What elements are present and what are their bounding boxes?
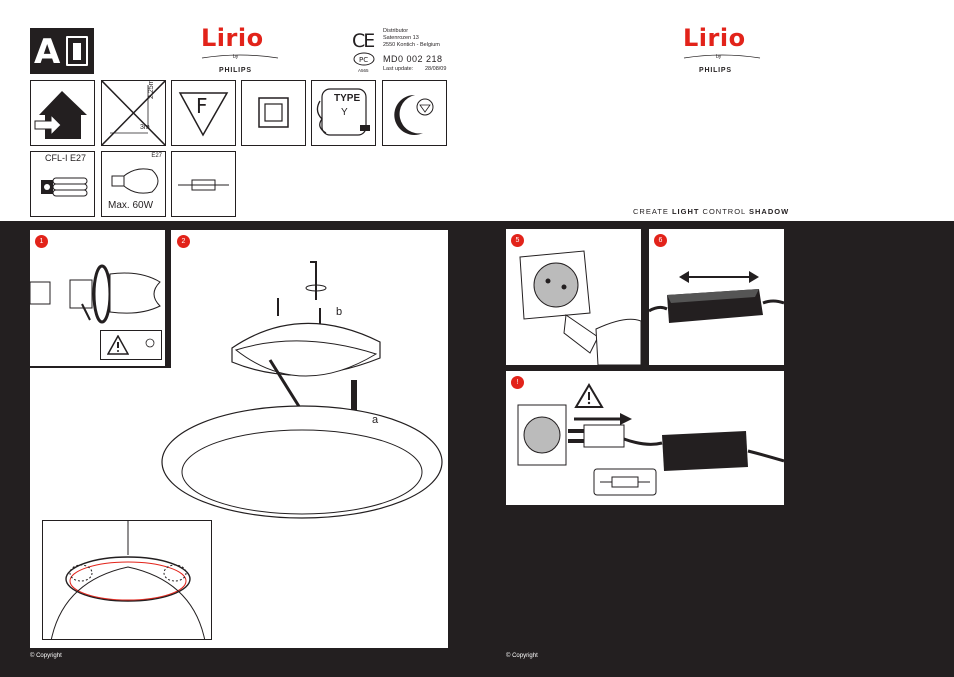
manual-letter: A <box>34 32 61 72</box>
warning-triangle-icon <box>107 335 129 355</box>
warning-unplug-illustration <box>517 383 784 496</box>
f-triangle-icon <box>178 92 229 137</box>
house-icon <box>34 91 87 139</box>
top-section: A Lirio by PHILIPS CE PC A565 Distributo… <box>0 0 954 221</box>
distance-horizontal: 3m <box>140 124 150 131</box>
distributor-label: Distributor <box>383 28 409 34</box>
step-1-panel: 1 <box>30 230 165 366</box>
cfl-bulb-symbol: CFL-I E27 <box>30 151 95 217</box>
incandescent-bulb-symbol: E27 Max. 60W <box>101 151 166 217</box>
cfl-bulb-icon <box>41 177 88 197</box>
indoor-use-symbol <box>30 80 95 146</box>
double-square-icon <box>258 97 289 128</box>
brand-by-right: by <box>716 54 722 60</box>
step-5-panel: 5 <box>506 229 641 365</box>
bulb-insert-illustration <box>30 264 161 324</box>
incandescent-socket: E27 <box>151 153 162 159</box>
warning-panel: ! <box>506 371 784 505</box>
hot-surface-symbol <box>382 80 447 146</box>
label-a: a <box>372 414 379 426</box>
last-update-date: 28/08/09 <box>425 66 447 72</box>
pct-cert-icon: PC <box>353 52 375 66</box>
copyright-right: © Copyright <box>506 653 538 659</box>
hot-surface-small-icon <box>140 337 155 354</box>
dimmer-slide-illustration <box>649 271 784 323</box>
logo-swoosh-right <box>683 54 761 59</box>
last-update-label: Last update: <box>383 66 414 72</box>
step-6-badge: 6 <box>654 234 667 247</box>
distance-icon <box>102 81 165 145</box>
type-label: TYPE <box>334 93 361 104</box>
tagline-create: CREATE <box>633 207 672 216</box>
fuse-symbol <box>171 151 236 217</box>
warning-caution-box <box>100 330 162 360</box>
distance-vertical: 2.25m <box>148 79 155 99</box>
lamp-assembly-illustration <box>161 261 443 519</box>
f-letter: F <box>196 94 208 118</box>
f-mark-symbol: F <box>171 80 236 146</box>
brand-logo-right: Lirio <box>683 24 746 52</box>
warning-badge: ! <box>511 376 524 389</box>
distributor-block: Distributor Satenrozen 13 2550 Kontich -… <box>383 28 440 49</box>
label-b: b <box>336 306 343 318</box>
logo-swoosh-left <box>201 54 279 59</box>
type-y-symbol: TYPE Y <box>311 80 376 146</box>
step-2-panel: 2 b a <box>30 230 448 648</box>
brand-philips-left: PHILIPS <box>219 67 252 74</box>
incandescent-bulb-icon <box>111 168 159 194</box>
fuse-icon <box>178 179 229 191</box>
tagline-shadow: SHADOW <box>749 207 790 216</box>
tagline: CREATE LIGHT CONTROL SHADOW <box>633 207 789 216</box>
brand-philips-right: PHILIPS <box>699 67 732 74</box>
svg-text:PC: PC <box>359 56 368 64</box>
brand-logo-left: Lirio <box>201 24 264 52</box>
brand-by-left: by <box>233 54 239 60</box>
book-icon <box>66 36 88 66</box>
manual-icon: A <box>30 28 94 74</box>
step-5-badge: 5 <box>511 234 524 247</box>
ceiling-mount-detail-icon <box>50 521 206 639</box>
cfl-label: CFL-I E27 <box>45 153 87 163</box>
class-ii-symbol <box>241 80 306 146</box>
tagline-light: LIGHT <box>671 207 700 216</box>
detail-inset <box>42 520 212 640</box>
plug-socket-illustration <box>519 250 641 365</box>
cert-code: A565 <box>358 68 369 73</box>
reference-code: MD0 002 218 <box>383 54 443 64</box>
distributor-street: Satenrozen 13 <box>383 35 419 41</box>
type-y-cable-icon <box>316 88 370 136</box>
step-1-badge: 1 <box>35 235 48 248</box>
distance-symbol: 2.25m 3m <box>101 80 166 146</box>
step-2-badge: 2 <box>177 235 190 248</box>
ce-mark-icon: CE <box>352 30 375 52</box>
step-6-panel: 6 <box>649 229 784 365</box>
copyright-left: © Copyright <box>30 653 62 659</box>
moon-bulb-icon <box>394 94 434 135</box>
incandescent-max: Max. 60W <box>108 200 154 211</box>
tagline-control: CONTROL <box>699 207 750 216</box>
distributor-city: 2550 Kontich - Belgium <box>383 42 440 48</box>
type-letter: Y <box>341 107 348 118</box>
